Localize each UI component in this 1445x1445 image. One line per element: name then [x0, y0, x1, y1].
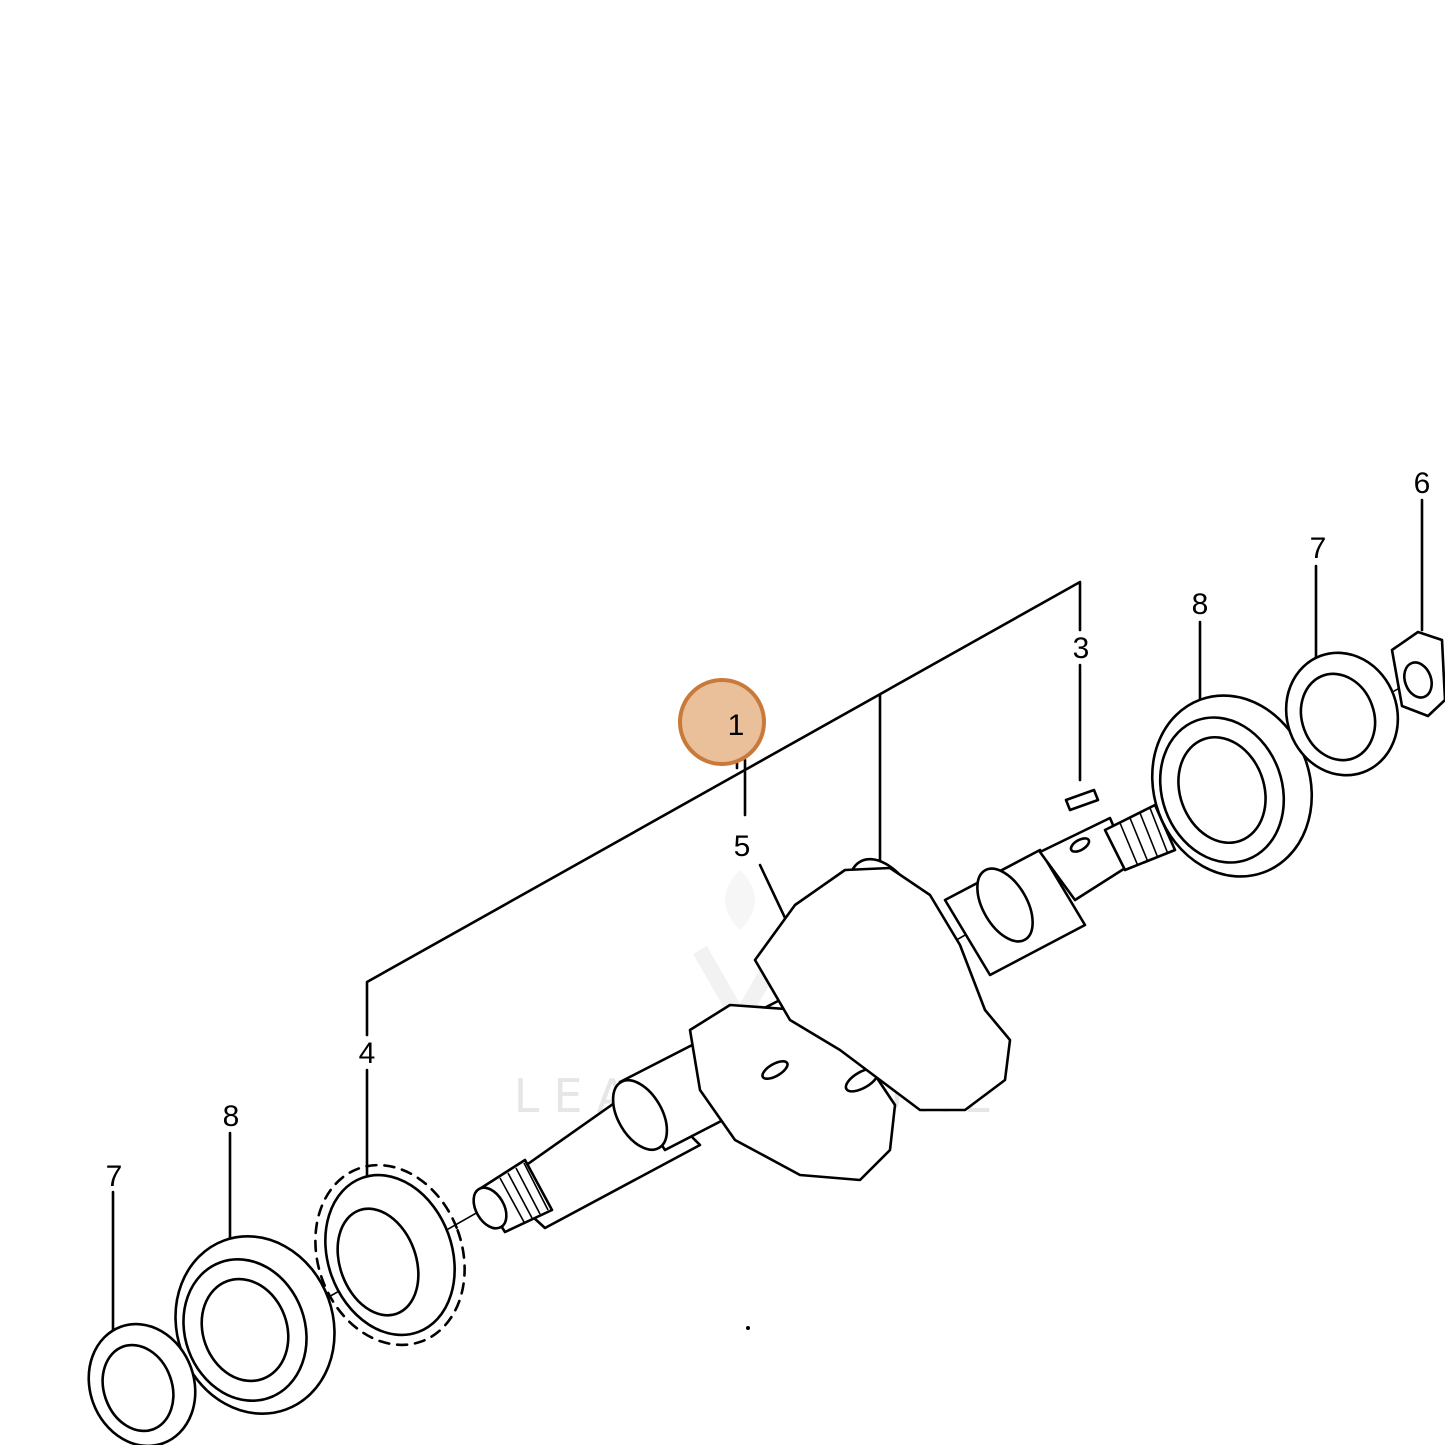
callout-labels: 1 3 4 5 6 7 7 8 8 [106, 467, 1431, 1193]
left-oil-seal [87, 1322, 197, 1445]
callout-7-left[interactable]: 7 [106, 1160, 123, 1193]
right-bearing [1150, 694, 1314, 878]
woodruff-key [1064, 788, 1100, 812]
right-oil-seal [1284, 651, 1400, 777]
callout-8-left[interactable]: 8 [223, 1100, 240, 1133]
callout-1[interactable]: 1 [728, 709, 745, 742]
ink-dot [746, 1326, 750, 1330]
callout-4[interactable]: 4 [359, 1037, 376, 1070]
callout-1-highlight[interactable] [678, 678, 766, 766]
callout-8-right[interactable]: 8 [1192, 588, 1209, 621]
callout-6[interactable]: 6 [1414, 467, 1431, 500]
callout-5[interactable]: 5 [734, 830, 751, 863]
callout-3[interactable]: 3 [1073, 632, 1090, 665]
crankshaft [472, 803, 1177, 1234]
crank-gear [314, 1163, 466, 1347]
crank-nut [1390, 630, 1445, 718]
assembly-bracket [111, 498, 1424, 1342]
callout-7-right[interactable]: 7 [1310, 532, 1327, 565]
